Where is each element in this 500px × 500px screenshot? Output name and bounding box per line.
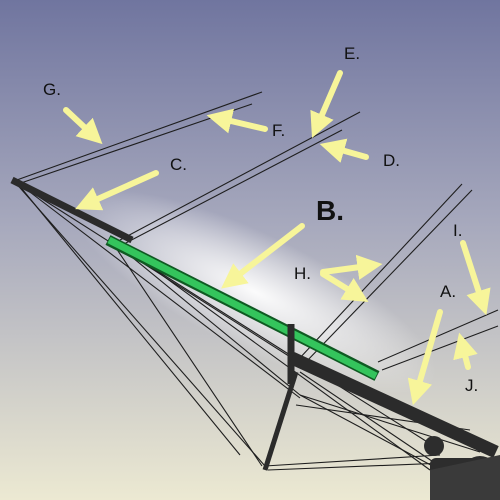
arrow-b — [221, 223, 305, 289]
label-f: F. — [272, 121, 285, 140]
main-spar-a — [289, 352, 499, 458]
glow-highlight — [73, 189, 437, 395]
label-d: D. — [383, 151, 400, 170]
label-c: C. — [170, 155, 187, 174]
label-h: H. — [294, 264, 311, 283]
label-i: I. — [453, 221, 462, 240]
boom-b — [107, 236, 378, 380]
support-strut — [262, 371, 299, 471]
arrow-j — [453, 332, 478, 370]
label-b: B. — [316, 195, 344, 226]
arrow-g — [63, 107, 103, 145]
pointer-arrows — [63, 70, 491, 406]
arrow-f — [206, 108, 268, 134]
label-g: G. — [43, 80, 61, 99]
arrow-a — [407, 309, 443, 406]
rigging-lines — [13, 91, 499, 481]
arrow-h-upper — [320, 254, 383, 280]
arrow-c — [75, 170, 159, 211]
label-e: E. — [344, 44, 360, 63]
label-j: J. — [465, 376, 478, 395]
arrow-d — [319, 138, 369, 163]
arrow-i — [460, 240, 491, 316]
winch-machinery — [424, 436, 500, 500]
gaff-spar — [10, 176, 134, 244]
arrow-e — [310, 70, 343, 138]
diagram-labels: G. E. F. C. D. B. I. H. A. J. — [43, 44, 478, 395]
label-a: A. — [440, 282, 456, 301]
arrow-h-lower — [320, 271, 369, 302]
